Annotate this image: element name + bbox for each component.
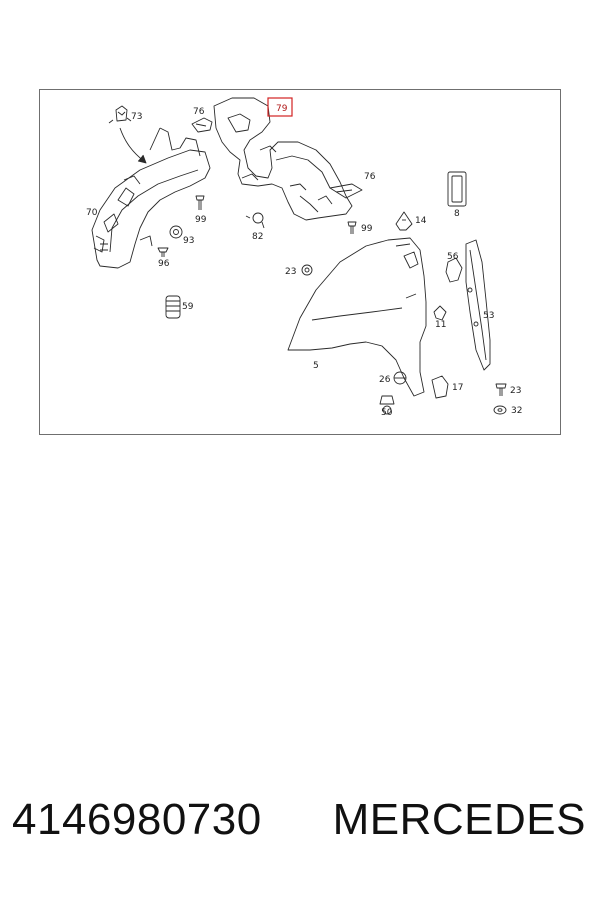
callout-99-right: 99	[361, 224, 373, 234]
nut-50	[379, 395, 395, 415]
callout-50: 50	[381, 408, 393, 418]
diagram-frame	[39, 89, 561, 435]
bracket-76-top	[191, 117, 213, 133]
callout-23-left: 23	[285, 267, 296, 277]
screw-96	[157, 247, 169, 257]
clip-73-part	[108, 105, 132, 124]
screw-99-right	[347, 221, 357, 234]
screw-99-left	[195, 195, 205, 210]
clip-11	[433, 305, 447, 321]
callout-14: 14	[415, 216, 427, 226]
screw-82	[245, 212, 265, 229]
highlight-box	[267, 97, 293, 117]
brand-name: MERCEDES	[332, 795, 586, 844]
part-number: 4146980730	[12, 795, 262, 844]
callout-5: 5	[313, 361, 319, 371]
trim-strip-53	[465, 239, 491, 371]
callout-99-left: 99	[195, 215, 207, 225]
callout-11: 11	[435, 320, 446, 330]
wheel-arch-liner-70	[91, 127, 211, 269]
nut-23-left	[301, 264, 313, 276]
callout-26: 26	[379, 375, 391, 385]
nut-93	[169, 225, 183, 239]
spring-59	[165, 295, 181, 319]
clip-14	[395, 211, 413, 231]
callout-76-right: 76	[364, 172, 376, 182]
callout-8: 8	[454, 209, 460, 219]
bracket-17	[431, 375, 449, 399]
callout-70: 70	[86, 208, 98, 218]
bracket-76-right	[329, 183, 363, 199]
clip-56	[445, 257, 463, 283]
screw-23-right	[495, 383, 507, 396]
callout-79: 79	[276, 104, 288, 114]
callout-93: 93	[183, 236, 194, 246]
fender-5	[287, 237, 427, 397]
callout-82: 82	[252, 232, 263, 242]
callout-23-right: 23	[510, 386, 521, 396]
callout-32: 32	[511, 406, 522, 416]
footer-caption: 4146980730 MERCEDES	[0, 795, 600, 865]
rear-liner-79	[213, 97, 353, 221]
callout-73: 73	[131, 112, 142, 122]
callout-56: 56	[447, 252, 459, 262]
callout-59: 59	[182, 302, 194, 312]
grommet-26	[393, 371, 407, 385]
callout-96: 96	[158, 259, 170, 269]
callout-17: 17	[452, 383, 463, 393]
washer-32	[493, 405, 507, 415]
pad-8	[447, 171, 467, 207]
direction-arrow	[119, 127, 147, 164]
callout-76-top: 76	[193, 107, 205, 117]
callout-53: 53	[483, 311, 494, 321]
